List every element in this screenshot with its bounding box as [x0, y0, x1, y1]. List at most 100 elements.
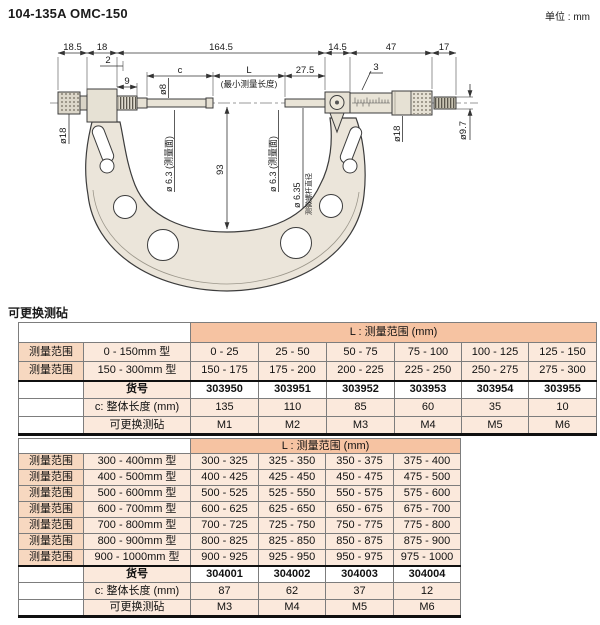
spacer-cell: [18, 379, 84, 399]
cell: 275 - 300: [528, 361, 597, 381]
frame-hole: [147, 229, 179, 261]
cell: 725 - 750: [258, 517, 326, 534]
table-row: 测量范围 0 - 150mm 型 0 - 25 25 - 50 50 - 75 …: [18, 342, 597, 362]
cell: 875 - 900: [392, 533, 462, 550]
dim-d635: ø 6.35: [292, 182, 302, 208]
cell: 425 - 450: [258, 469, 326, 486]
cell: 900 - 925: [190, 549, 259, 566]
cell: M4: [258, 599, 326, 618]
cell: M2: [258, 416, 327, 436]
cell: 775 - 800: [392, 517, 462, 534]
cell: 625 - 650: [258, 501, 326, 518]
frame-hole: [113, 195, 137, 219]
table-row: c: 整体长度 (mm) 135 110 85 60 35 10: [18, 398, 597, 417]
spindle-rod: [284, 98, 331, 108]
anvil-knurl-texture: [59, 93, 79, 113]
frame-hole: [280, 227, 312, 259]
cell: 304003: [325, 564, 394, 583]
dim-18-5: 18.5: [63, 42, 82, 53]
anvil-table-0-300: L : 测量范围 (mm) 测量范围 0 - 150mm 型 0 - 25 25…: [18, 322, 597, 436]
dim-c: c: [178, 65, 183, 76]
table-row: 测量范围 400 - 500mm 型 400 - 425 425 - 450 4…: [18, 469, 462, 486]
dim-3: 3: [373, 62, 378, 73]
cell: 35: [461, 398, 529, 417]
dim-14-5: 14.5: [328, 42, 347, 53]
page-title: 104-135A OMC-150: [8, 6, 128, 21]
cell: 303953: [394, 379, 462, 399]
cell: 600 - 700mm 型: [83, 501, 191, 518]
cell: 575 - 600: [392, 485, 462, 502]
anvil-neck: [79, 95, 88, 111]
row-label: c: 整体长度 (mm): [83, 398, 191, 417]
cell: 测量范围: [18, 361, 84, 381]
dim-d97: ø9.7: [458, 121, 469, 140]
cell: 850 - 875: [325, 533, 394, 550]
cell: 475 - 500: [392, 469, 462, 486]
cell: M6: [528, 416, 597, 436]
dim-2: 2: [105, 55, 110, 66]
cell: 600 - 625: [190, 501, 259, 518]
cell: 300 - 400mm 型: [83, 453, 191, 470]
cell: 303950: [190, 379, 259, 399]
cell: 500 - 600mm 型: [83, 485, 191, 502]
table-row: 测量范围 300 - 400mm 型 300 - 325 325 - 350 3…: [18, 453, 462, 470]
cell: 125 - 150: [528, 342, 597, 362]
cell: 450 - 475: [325, 469, 394, 486]
anvil-holder-block: [86, 88, 118, 123]
cell: 135: [190, 398, 259, 417]
cell: 750 - 775: [325, 517, 394, 534]
cell: 400 - 500mm 型: [83, 469, 191, 486]
dim-9: 9: [124, 76, 129, 87]
band-spacer: [18, 438, 191, 454]
micrometer-technical-drawing: 18.5 18 164.5 14.5 47 17 2 3 c L (最小测量长度…: [50, 42, 478, 292]
thimble-knurl-texture: [411, 92, 431, 114]
table-row: L : 测量范围 (mm): [18, 438, 462, 454]
dim-93: 93: [215, 164, 226, 175]
cell: 150 - 300mm 型: [83, 361, 191, 381]
cell: 304002: [258, 564, 326, 583]
cell: 测量范围: [18, 453, 84, 470]
frame-hole: [342, 158, 358, 174]
cell: 975 - 1000: [392, 549, 462, 566]
cell: 12: [392, 582, 462, 600]
cell: 900 - 1000mm 型: [83, 549, 191, 566]
row-label: 可更换测砧: [83, 599, 191, 618]
cell: 325 - 350: [258, 453, 326, 470]
table-row: 可更换测砧 M1 M2 M3 M4 M5 M6: [18, 416, 597, 436]
cell: 304001: [190, 564, 259, 583]
band-spacer: [18, 322, 191, 343]
table-row: 测量范围 700 - 800mm 型 700 - 725 725 - 750 7…: [18, 517, 462, 534]
band-header: L : 测量范围 (mm): [190, 322, 597, 343]
dim-27-5: 27.5: [296, 65, 315, 76]
dim-17: 17: [439, 42, 450, 53]
dim-L: L: [246, 65, 251, 76]
spindle-assembly: [284, 90, 457, 134]
cell: 675 - 700: [392, 501, 462, 518]
dim-d18-right: ø18: [392, 126, 403, 142]
cell: 测量范围: [18, 342, 84, 362]
pivot-hub-center: [335, 100, 339, 105]
min-length-note: (最小测量长度): [221, 79, 278, 89]
cell: 650 - 675: [325, 501, 394, 518]
cell: 37: [325, 582, 394, 600]
anvil-tip: [205, 97, 214, 109]
cell: 303955: [528, 379, 597, 399]
dim-d8: ø8: [158, 84, 169, 95]
table-row: 测量范围 600 - 700mm 型 600 - 625 625 - 650 6…: [18, 501, 462, 518]
cell: 10: [528, 398, 597, 417]
table-row: 测量范围 150 - 300mm 型 150 - 175 175 - 200 2…: [18, 361, 597, 381]
cell: 100 - 125: [461, 342, 529, 362]
table-row: 测量范围 500 - 600mm 型 500 - 525 525 - 550 5…: [18, 485, 462, 502]
ratchet-ridges: [435, 98, 455, 108]
spindle-dia-label: 测微螺杆直径: [304, 173, 313, 215]
sleeve-graduations: [352, 97, 390, 107]
cell: M1: [190, 416, 259, 436]
spacer-cell: [18, 582, 84, 600]
cell: 测量范围: [18, 501, 84, 518]
micrometer-frame: [85, 117, 366, 292]
frame-edge-line: [92, 189, 360, 285]
table-row: c: 整体长度 (mm) 87 62 37 12: [18, 582, 462, 600]
table-row: 测量范围 800 - 900mm 型 800 - 825 825 - 850 8…: [18, 533, 462, 550]
cell: 测量范围: [18, 549, 84, 566]
cell: 0 - 150mm 型: [83, 342, 191, 362]
